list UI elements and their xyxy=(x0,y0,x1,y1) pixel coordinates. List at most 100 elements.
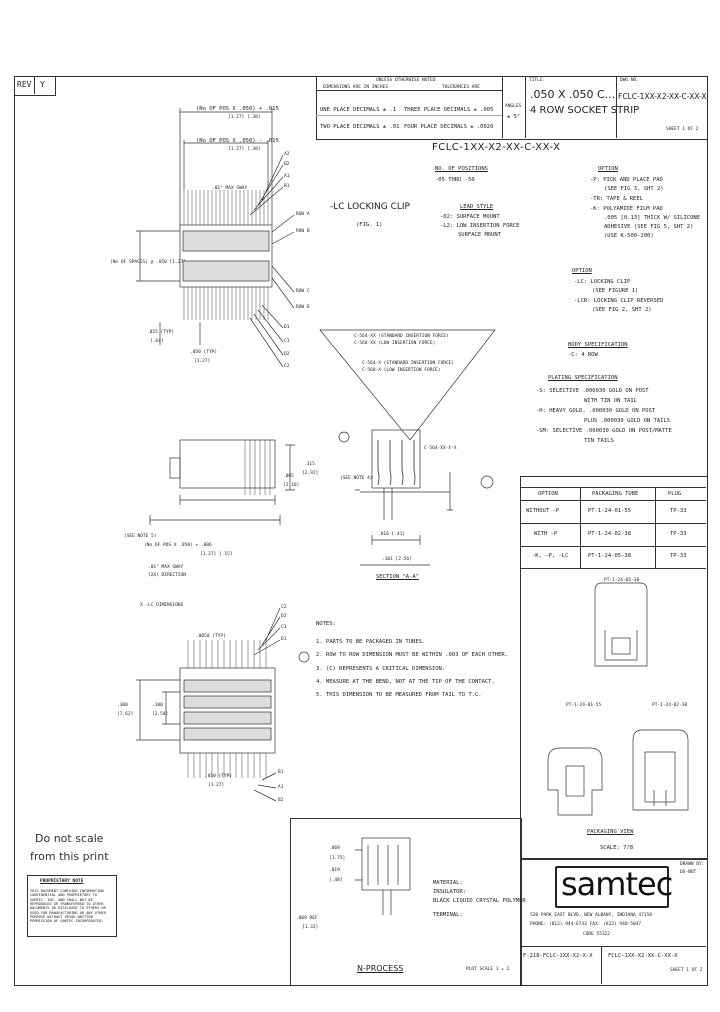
np-dim-b-mm: [.48] xyxy=(329,878,343,883)
title-label: TITLE: xyxy=(529,78,546,83)
pkg-row3-option: -K, -P, -LC xyxy=(532,553,569,559)
option1-p: -P: PICK AND PLACE PAD xyxy=(590,177,663,183)
label-row-a: ROW A xyxy=(296,212,310,217)
dim-pitch: (No OF SPACES) @ .050 [1.27] xyxy=(110,260,186,265)
drawn-by-label: DRAWN BY: xyxy=(680,862,705,867)
plating-h2: PLUS .000030 GOLD ON TAILS xyxy=(584,418,671,424)
pkg-row1-tube: PT-1-24-01-55 xyxy=(588,508,632,514)
option1-k: -K: POLYAMIDE FILM PAD xyxy=(590,206,663,212)
np-dim-ref-mm: [1.32] xyxy=(302,925,319,930)
section-label: SECTION "A-A" xyxy=(376,574,420,580)
dim-typ1-mm: [.64] xyxy=(150,339,164,344)
top-view-row-ab xyxy=(182,230,270,252)
lead-style-l2: -L2: LOW INSERTION FORCE xyxy=(440,223,520,229)
label-b1: B1 xyxy=(284,184,290,189)
tube-b-label: PT-1-24-01-55 xyxy=(566,703,602,708)
label-d1: D1 xyxy=(284,325,290,330)
label-c1-bottom: C1 xyxy=(281,625,287,630)
note-4: 4. MEASURE AT THE BEND, NOT AT THE TIP O… xyxy=(316,679,495,685)
locking-clip-label: -LC LOCKING CLIP xyxy=(330,202,410,212)
proprietary-title: PROPRIETARY NOTE xyxy=(40,879,84,884)
label-row-d: ROW D xyxy=(296,305,310,310)
samtec-phone: PHONE: (812) 944-6733 FAX: (812) 948-504… xyxy=(530,922,642,927)
dim-300: .300 xyxy=(117,703,128,708)
dwg-label: DWG NO. xyxy=(620,78,639,83)
proprietary-body: THIS DOCUMENT CONTAINS INFORMATION CONFI… xyxy=(30,889,106,924)
label-a1-bottom: A1 xyxy=(278,785,284,790)
pkg-header-plug: PLUG xyxy=(668,491,682,497)
label-d2: D2 xyxy=(284,352,290,357)
n-process-label: N-PROCESS xyxy=(357,964,404,973)
plating-s2: WITH TIN ON TAIL xyxy=(584,398,637,404)
dim-no-pos-b-mm: [1.27] [.38] xyxy=(228,147,261,152)
no-scale-line1: Do not scale xyxy=(35,832,104,845)
dim-typ1: .025 (TYP) xyxy=(147,330,175,335)
dim-see-note5: (SEE NOTE 5) xyxy=(124,534,157,539)
part-number-main: FCLC-1XX-X2-XX-C-XX-X xyxy=(432,142,561,153)
label-b2: B2 xyxy=(284,162,290,167)
dim-115: .115 xyxy=(304,462,315,467)
tolerances-label: TOLERANCES ARE xyxy=(442,85,480,90)
dim-100-mm: [2.54] xyxy=(152,712,169,717)
sheet-footer: SHEET 1 OF 2 xyxy=(670,968,703,973)
plating-label: PLATING SPECIFICATION xyxy=(548,375,618,381)
option1-p2: (SEE FIG 3, SHT 2) xyxy=(604,186,664,192)
low-ins-1: C-568-XX (LOW INSERTION FORCE) xyxy=(354,341,436,346)
title-block xyxy=(316,76,708,140)
dim-lc: X -LC DIMENSIONS xyxy=(140,603,184,608)
option1-tr: -TR: TAPE & REEL xyxy=(590,196,643,202)
label-a2: A2 xyxy=(284,152,290,157)
dim-100: .100 xyxy=(152,703,163,708)
side-view-contacts xyxy=(244,440,271,495)
packaging-tube-c xyxy=(632,729,689,811)
std-ins-2: C-564-X (STANDARD INSERTION FORCE) xyxy=(362,361,455,366)
label-b2-bottom: B2 xyxy=(278,798,284,803)
pkg-row3-plug: TP-33 xyxy=(670,553,687,559)
dim-0050: .0050 (TYP) xyxy=(196,634,226,639)
bottom-view-contacts xyxy=(187,640,267,778)
option2-label: OPTION xyxy=(572,268,592,274)
packaging-tube-a xyxy=(594,582,648,667)
section-body xyxy=(371,429,421,489)
plating-s: -S: SELECTIVE .000030 GOLD ON POST xyxy=(536,388,649,394)
dim-no-pos-c: (No OF POS X .050) + .006 xyxy=(144,543,212,548)
low-ins-2: C-568-X (LOW INSERTION FORCE) xyxy=(362,368,441,373)
dim-no-pos-b: (No OF POS X .050) - .015 xyxy=(196,138,279,144)
body-spec-label: BODY SPECIFICATION xyxy=(568,342,628,348)
note-2: 2. ROW TO ROW DIMENSION MUST BE WITHIN .… xyxy=(316,652,509,658)
locking-clip-fig: (FIG. 1) xyxy=(356,222,383,228)
pkg-header-tube: PACKAGING TUBE xyxy=(592,491,639,497)
option2-lcr: -LCR: LOCKING CLIP REVERSED xyxy=(574,298,664,304)
option1-k3: ADHESIVE (SEE FIG 5, SHT 2) xyxy=(604,224,694,230)
dim-050-typ: .050 (TYP) xyxy=(205,774,233,779)
angles-label: ANGLES xyxy=(505,104,522,109)
np-dim-a-mm: [1.75] xyxy=(329,856,346,861)
dim-dir: (2X) DIRECTION xyxy=(148,573,186,578)
samtec-code: CODE 55322 xyxy=(583,932,611,937)
plating-sm2: TIN TAILS xyxy=(584,438,614,444)
n-process-drawing xyxy=(355,837,411,915)
option1-label: OPTION xyxy=(598,166,618,172)
dim-300-mm: [7.62] xyxy=(117,712,134,717)
n-process-scale: PLOT SCALE 1 = 2 xyxy=(466,967,510,972)
notes-heading: NOTES: xyxy=(316,621,336,627)
no-scale-line2: from this print xyxy=(30,850,109,863)
three-place: THREE PLACE DECIMALS ± .005 xyxy=(404,107,494,113)
critical-dim-marker-1 xyxy=(338,431,350,443)
pkg-row3-tube: PT-1-24-05-38 xyxy=(588,553,632,559)
body-spec-c: -C: 4 ROW xyxy=(568,352,598,358)
pkg-row2-plug: TP-33 xyxy=(670,531,687,537)
title-line1: .050 X .050 C... xyxy=(530,88,616,101)
packaging-panel xyxy=(520,476,708,860)
insulator-value: BLACK LIQUID CRYSTAL POLYMER xyxy=(433,898,526,904)
rev-label: REV xyxy=(17,80,32,89)
np-dim-ref: .069 REF xyxy=(296,916,318,921)
dim-no-pos-a: (No OF POS X .050) + .015 xyxy=(196,106,279,112)
samtec-logo: samtec xyxy=(561,865,673,903)
angles-value: ± 5° xyxy=(507,114,521,120)
dim-101: .101 [2.56] xyxy=(382,557,412,562)
top-view-body xyxy=(179,224,273,288)
dwg-footer: FCLC-1XX-X2-XX-C-XX-X xyxy=(608,953,678,959)
top-view-contacts xyxy=(183,190,269,320)
lead-style-l2b: SURFACE MOUNT xyxy=(458,232,502,238)
